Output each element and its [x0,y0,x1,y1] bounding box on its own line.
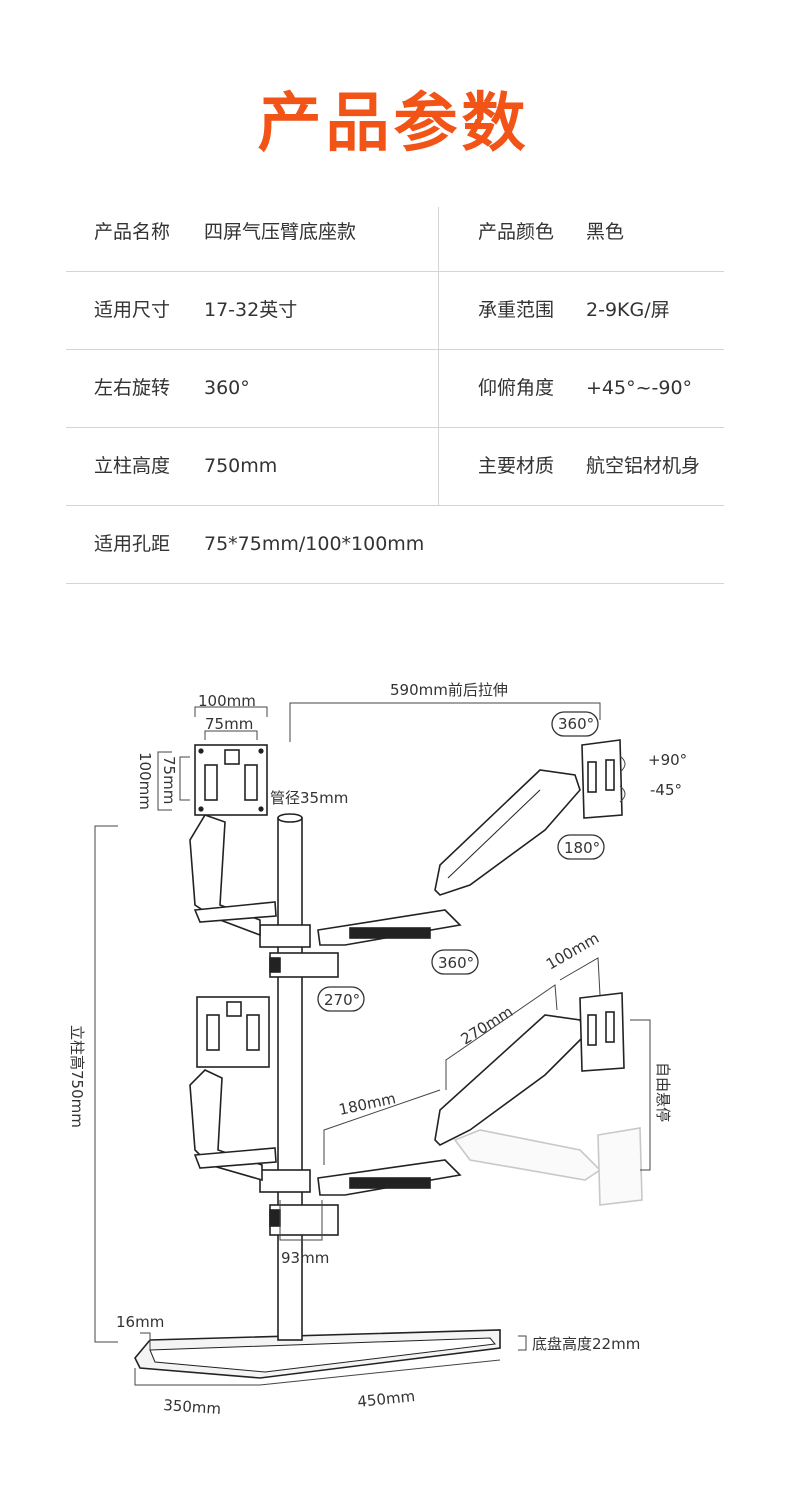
lower-left-arm [189,1069,277,1182]
column-divider [438,207,439,505]
rotation-180-bubble [557,834,605,860]
spec-label: 仰俯角度 [478,377,555,399]
spec-label: 产品颜色 [478,221,555,243]
arm-180-label: 180mm [337,1089,397,1119]
arm-270-label: 270mm [458,1002,517,1048]
spec-label: 左右旋转 [94,377,171,399]
clamp-width-label: 93mm [281,1249,329,1267]
lower-clamp [259,1169,339,1236]
rotation-360-top-label: 360° [558,715,594,733]
spec-label: 适用孔距 [94,533,171,555]
spec-row: 适用尺寸 17-32英寸 承重范围 2-9KG/屏 [66,271,724,350]
spec-row: 立柱高度 750mm 主要材质 航空铝材机身 [66,427,724,506]
rotation-360-bubble-mid [431,949,479,975]
page-title: 产品参数 [257,87,530,161]
reach-label: 590mm前后拉伸 [390,681,508,699]
spec-row: 适用孔距 75*75mm/100*100mm [66,505,724,584]
rotation-360-mid-label: 360° [438,954,474,972]
spec-label: 承重范围 [478,299,555,321]
arm-100-label: 100mm [543,929,602,974]
base-depth-label: 350mm [163,1396,222,1418]
spec-value: 360° [204,377,250,399]
spec-value: 750mm [204,455,278,477]
upper-clamp [259,924,339,978]
spec-value: 75*75mm/100*100mm [204,533,425,555]
vesa-75-h-label: 75mm [205,715,253,733]
rotation-270-bubble [317,986,365,1012]
spec-value: 2-9KG/屏 [586,299,670,321]
free-hover-label: 自由悬停 [654,1062,672,1122]
rotation-360-bubble-top [551,711,599,737]
vesa-100-v-label: 100mm [136,752,154,810]
spec-value: +45°~-90° [586,377,693,399]
spec-table: 产品名称 四屏气压臂底座款 产品颜色 黑色 适用尺寸 17-32英寸 承重范围 … [66,193,724,585]
base-height-label: 底盘高度22mm [532,1335,640,1353]
spec-value: 黑色 [586,221,625,243]
tilt-down-label: -45° [650,781,682,799]
spec-row: 产品名称 四屏气压臂底座款 产品颜色 黑色 [66,193,724,272]
upper-right-arm [317,769,581,946]
tilt-up-label: +90° [648,751,687,769]
vesa-100-h-label: 100mm [198,692,256,710]
spec-label: 立柱高度 [94,455,171,477]
spec-label: 主要材质 [478,455,555,477]
lower-left-mount [196,996,270,1068]
base-plate [134,1329,501,1379]
upper-right-mount [581,739,623,819]
ghost-arm [453,1127,643,1206]
tube-diameter-label: 管径35mm [270,789,348,807]
rotation-180-label: 180° [564,839,600,857]
product-diagram: 100mm 75mm 100mm 75mm 管径35mm 590mm前后拉伸 3… [0,630,787,1500]
base-width-label: 450mm [357,1387,416,1411]
spec-row: 左右旋转 360° 仰俯角度 +45°~-90° [66,349,724,428]
spec-value: 四屏气压臂底座款 [204,221,357,243]
pole-height-label: 立柱高750mm [68,1025,86,1128]
upper-left-mount [194,744,268,816]
lower-right-mount [579,992,625,1072]
upper-left-arm [189,814,277,937]
spec-value: 17-32英寸 [204,299,298,321]
rotation-270-label: 270° [324,991,360,1009]
spec-value: 航空铝材机身 [586,455,701,477]
dimension-lines [94,702,651,1386]
vesa-75-v-label: 75mm [160,756,178,804]
spec-label: 适用尺寸 [94,299,171,321]
spec-label: 产品名称 [94,221,171,243]
lower-right-arm [317,1014,586,1196]
base-top-label: 16mm [116,1313,164,1331]
